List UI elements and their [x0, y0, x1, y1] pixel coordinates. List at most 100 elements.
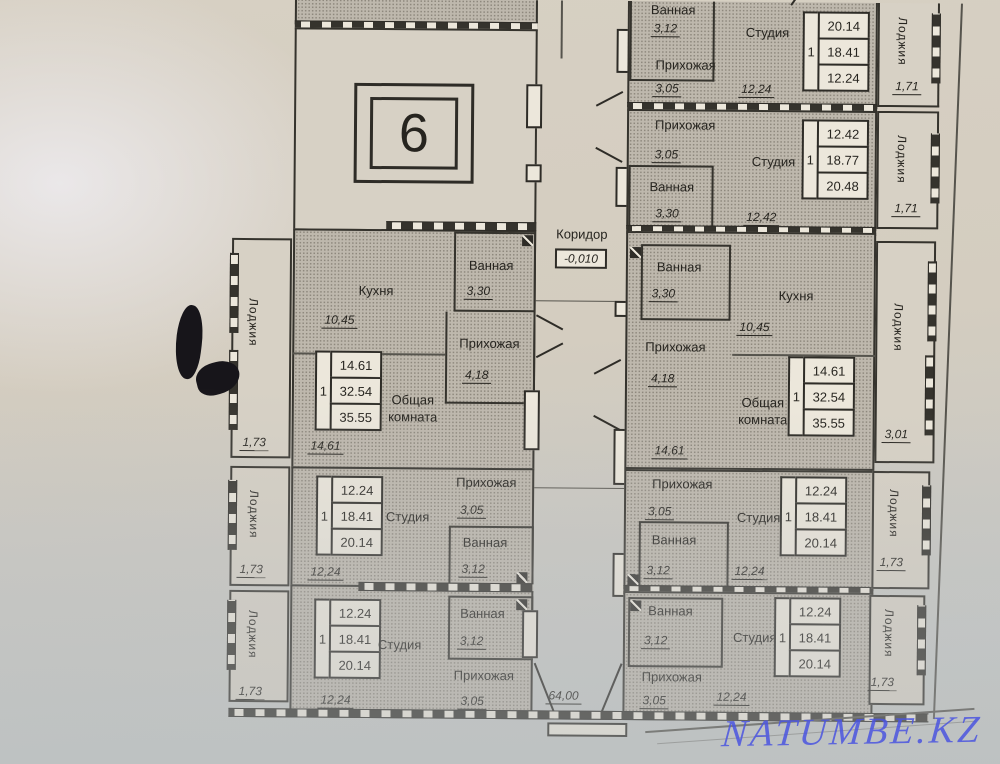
vent-icon: [522, 235, 534, 247]
area-value: 20.14: [794, 528, 847, 557]
dim-hall: 4,18: [461, 367, 492, 384]
dim-kitchen: 10,45: [321, 312, 358, 329]
dim-floor: 12,24: [713, 689, 750, 706]
area-value: 18.41: [788, 623, 842, 652]
door-opening: [593, 414, 621, 431]
room-label-bath: Ванная: [649, 179, 695, 195]
area-value: 20.14: [330, 527, 383, 557]
area-value: 18.41: [817, 37, 870, 66]
vent-icon: [629, 247, 642, 259]
area-value: 20.14: [817, 11, 870, 40]
area-value: 14.61: [802, 356, 856, 385]
dim-bath: 3,12: [458, 561, 488, 578]
window-band: [927, 261, 937, 342]
dim-hall: 4,18: [647, 371, 678, 388]
wall-pilaster: [525, 84, 543, 129]
area-table: 1 12.42 18.77 20.48: [801, 119, 870, 200]
room-count: 1: [314, 350, 331, 431]
window-band: [930, 133, 940, 204]
room-label-bath: Ванная: [651, 532, 697, 548]
floor-joint: [534, 487, 625, 489]
area-table: 1 12.24 18.41 20.14: [773, 597, 842, 678]
loggia-label: Лоджия: [245, 610, 261, 659]
area-table: 1 12.24 18.41 20.14: [313, 598, 382, 680]
room-label-hall: Прихожая: [654, 117, 716, 133]
dim-hall: 3,05: [652, 81, 682, 98]
vent-icon: [630, 600, 642, 612]
dim-bath: 3,30: [463, 283, 494, 300]
room-label-bath: Ванная: [460, 605, 505, 622]
area-table: 1 20.14 18.41 12.24: [802, 11, 870, 92]
room-count: 1: [787, 356, 804, 437]
area-value: 12.24: [329, 598, 382, 628]
room-label-bath: Ванная: [462, 534, 508, 551]
bathroom-box: [640, 244, 732, 321]
room-label-studio: Студия: [385, 509, 430, 525]
wall-pilaster: [525, 164, 542, 183]
dim-floor: 12,24: [307, 564, 344, 581]
area-value: 18.77: [816, 145, 869, 174]
floor-number-badge: 6: [353, 82, 475, 184]
door-opening: [595, 90, 624, 107]
dim-floor: 14,61: [651, 443, 688, 460]
entrance-splay: [600, 663, 623, 715]
corridor-label: Коридор: [556, 226, 608, 242]
vent-icon: [516, 572, 528, 584]
dim-hall: 3,05: [457, 693, 487, 710]
dim-floor: 12,24: [317, 692, 354, 709]
room-label-studio: Студия: [751, 153, 796, 170]
window-band: [358, 581, 534, 593]
room-label-hall: Прихожая: [652, 476, 713, 492]
room-label-kitchen: Кухня: [778, 288, 814, 304]
floor-number: 6: [369, 96, 459, 170]
hall-box: [444, 311, 536, 405]
entrance-porch: [547, 722, 628, 738]
dim-bath: 3,12: [643, 563, 673, 580]
area-table: 1 12.24 18.41 20.14: [779, 476, 848, 557]
room-label-hall: Прихожая: [459, 335, 520, 352]
room-label-bath: Ванная: [468, 257, 514, 274]
dim-bath: 3,12: [456, 633, 487, 650]
room-label-studio: Студия: [745, 24, 790, 41]
loggia-label: Лоджия: [886, 489, 902, 538]
dim-kitchen: 10,45: [736, 319, 773, 337]
vent-icon: [516, 599, 528, 611]
door-opening: [593, 358, 622, 375]
room-label-bath: Ванная: [656, 259, 702, 275]
dim-floor: 12,42: [743, 209, 780, 227]
room-count: 1: [773, 597, 790, 678]
room-count: 1: [313, 598, 330, 679]
dim-floor: 14,61: [307, 438, 344, 455]
room-count: 1: [315, 475, 332, 556]
dim-loggia: 1,73: [235, 683, 265, 701]
dim-floor: 12,24: [738, 81, 775, 99]
window-band: [921, 485, 932, 556]
area-value: 32.54: [329, 376, 383, 406]
wall: [560, 0, 563, 59]
window-band: [227, 479, 238, 550]
room-label-studio: Студия: [377, 637, 422, 653]
area-value: 12.24: [789, 597, 842, 626]
loggia-left-big: [230, 237, 293, 459]
area-value: 12.24: [817, 63, 870, 92]
vent-icon: [627, 574, 639, 586]
area-table: 1 14.61 32.54 35.55: [787, 356, 856, 437]
area-value: 12.24: [795, 476, 848, 505]
watermark: NATUMBE.KZ: [719, 708, 984, 756]
area-table: 1 12.24 18.41 20.14: [315, 475, 384, 557]
room-label-kitchen: Кухня: [358, 282, 394, 299]
area-value: 20.48: [816, 171, 869, 200]
dim-floor: 12,24: [731, 563, 768, 581]
area-table: 1 14.61 32.54 35.55: [314, 350, 383, 432]
loggia-label: Лоджия: [246, 490, 262, 539]
room-label-studio: Студия: [736, 509, 781, 526]
area-value: 14.61: [330, 350, 383, 380]
dim-bath: 3,30: [652, 206, 682, 223]
window-band: [226, 599, 237, 670]
room-count: 1: [779, 476, 796, 557]
room-label-hall: Прихожая: [645, 339, 706, 355]
loggia-label: Лоджия: [895, 17, 910, 66]
dim-bath: 3,12: [650, 21, 681, 38]
room-label-bath: Ванная: [650, 2, 696, 18]
window-band: [916, 605, 927, 676]
